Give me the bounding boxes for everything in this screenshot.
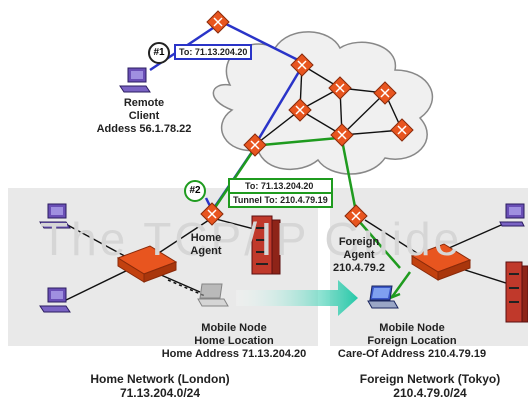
router-icon: [328, 76, 352, 100]
foreign-agent-line-2: Agent: [343, 249, 375, 261]
home-computer-icon: [39, 287, 71, 313]
foreign-switch-icon: [410, 243, 472, 281]
mobile-node-home-label: Mobile Node Home Location Home Address 7…: [144, 322, 324, 361]
home-network-caption: Home Network (London) 71.13.204.0/24: [60, 372, 260, 400]
home-agent-label: Home Agent: [176, 232, 236, 258]
mobile-node-home-line-1: Mobile Node: [201, 322, 267, 334]
movement-arrow: [236, 280, 358, 316]
mobile-node-foreign-line-1: Mobile Node: [379, 322, 445, 334]
home-agent-line-1: Home: [190, 232, 222, 244]
callout-2-badge: #2: [184, 180, 206, 202]
home-network-name: Home Network (London): [90, 372, 230, 386]
callout-1-badge: #1: [148, 42, 170, 64]
mobile-node-foreign-laptop-icon: [367, 285, 399, 309]
foreign-agent-line-1: Foreign: [338, 236, 380, 248]
router-icon: [206, 10, 230, 34]
foreign-server-icon: [505, 261, 528, 323]
foreign-network-caption: Foreign Network (Tokyo) 210.4.79.0/24: [340, 372, 520, 400]
mobile-node-home-line-3: Home Address 71.13.204.20: [161, 348, 307, 360]
remote-client-line-2: Client: [128, 110, 160, 122]
router-icon: [290, 53, 314, 77]
foreign-agent-line-3: 210.4.79.2: [333, 262, 385, 274]
remote-client-computer-icon: [119, 67, 151, 93]
router-icon: [373, 81, 397, 105]
mobile-node-home-line-2: Home Location: [194, 335, 274, 347]
home-computer-icon: [39, 203, 71, 229]
home-agent-router-icon: [200, 202, 224, 226]
mobile-node-home-laptop-icon: [197, 283, 229, 307]
foreign-computer-icon: [499, 203, 525, 227]
foreign-agent-label: Foreign Agent 210.4.79.2: [326, 236, 392, 275]
mobile-node-foreign-line-2: Foreign Location: [367, 335, 457, 347]
router-icon: [390, 118, 414, 142]
remote-client-label: Remote Client Addess 56.1.78.22: [84, 97, 204, 136]
mobile-node-foreign-line-3: Care-Of Address 210.4.79.19: [337, 348, 487, 360]
tunnel-packet-label: To: 71.13.204.20 Tunnel To: 210.4.79.19: [228, 178, 333, 208]
tunnel-packet-line-1: To: 71.13.204.20: [245, 181, 314, 191]
home-server-icon: [251, 215, 281, 275]
remote-client-line-3: Addess 56.1.78.22: [96, 123, 192, 135]
home-network-links: [61, 217, 259, 303]
internet-cloud: [212, 31, 433, 175]
dashed-link: [167, 279, 206, 297]
home-agent-line-2: Agent: [190, 245, 222, 257]
foreign-network-subnet: 210.4.79.0/24: [393, 386, 467, 400]
watermark: The TCP/IP Guide: [40, 213, 463, 265]
remote-packet-label: To: 71.13.204.20: [174, 44, 253, 60]
router-icon: [243, 133, 267, 157]
foreign-agent-router-icon: [344, 204, 368, 228]
router-icon: [330, 123, 354, 147]
mobile-node-foreign-label: Mobile Node Foreign Location Care-Of Add…: [324, 322, 500, 361]
remote-client-line-1: Remote: [123, 97, 165, 109]
home-switch-icon: [116, 245, 178, 283]
router-icon: [288, 98, 312, 122]
home-network-subnet: 71.13.204.0/24: [119, 386, 201, 400]
foreign-network-name: Foreign Network (Tokyo): [359, 372, 501, 386]
tunnel-packet-line-2: Tunnel To: 210.4.79.19: [230, 192, 331, 206]
